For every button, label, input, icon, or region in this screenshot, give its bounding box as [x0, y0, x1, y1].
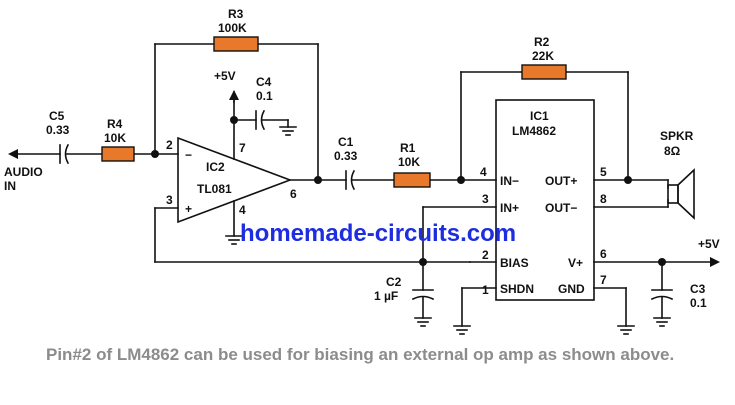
r1-name: R1 [400, 141, 416, 155]
ic2-pin4: 4 [239, 203, 246, 217]
supply-top-label: +5V [214, 69, 236, 83]
ic1-pin2: 2 [482, 248, 489, 262]
c1-value: 0.33 [334, 149, 358, 163]
ic2-plus: + [185, 202, 192, 216]
ic1-shdn: SHDN [500, 282, 534, 296]
ic1-in-plus: IN+ [500, 201, 519, 215]
c3-value: 0.1 [690, 296, 707, 310]
ic1-gnd: GND [558, 282, 585, 296]
spkr-value: 8Ω [664, 144, 681, 158]
junction-r4 [151, 150, 159, 158]
ic1-pin6: 6 [600, 247, 607, 261]
r2-resistor [521, 64, 567, 80]
audio-in-label-1: AUDIO [4, 165, 43, 179]
c2-value: 1 µF [374, 289, 398, 303]
junction-c3 [658, 258, 666, 266]
c5-value: 0.33 [46, 123, 70, 137]
r2-name: R2 [534, 35, 550, 49]
r2-value: 22K [532, 49, 554, 63]
speaker-body [667, 184, 679, 204]
r3-value: 100K [218, 21, 247, 35]
c3-name: C3 [690, 282, 706, 296]
caption: Pin#2 of LM4862 can be used for biasing … [46, 345, 675, 364]
ic1-part: LM4862 [512, 124, 556, 138]
r4-resistor [101, 146, 135, 162]
spkr-name: SPKR [660, 129, 694, 143]
ic2-pin2: 2 [166, 138, 173, 152]
ic1-in-minus: IN− [500, 174, 519, 188]
c4-value: 0.1 [256, 89, 273, 103]
ic2-pin3: 3 [166, 193, 173, 207]
c4-name: C4 [256, 75, 272, 89]
ic1-pin7: 7 [600, 273, 607, 287]
audio-in-label-2: IN [4, 179, 16, 193]
vplus-arrow [710, 257, 720, 267]
r3-name: R3 [228, 7, 244, 21]
ic1-pin5: 5 [600, 165, 607, 179]
supply-right-label: +5V [698, 237, 720, 251]
ic2-name: IC2 [206, 160, 225, 174]
r4-name: R4 [107, 117, 123, 131]
watermark: homemade-circuits.com [240, 220, 517, 247]
ic1-name: IC1 [530, 109, 549, 123]
ic2-pin6: 6 [290, 187, 297, 201]
ic2-minus: − [185, 148, 192, 162]
junction-out [624, 176, 632, 184]
c5-name: C5 [49, 109, 65, 123]
r3-resistor [213, 36, 259, 52]
r1-value: 10K [398, 155, 420, 169]
ic2-part: TL081 [197, 182, 232, 196]
speaker-cone [677, 168, 695, 220]
ic1-box [495, 99, 595, 301]
r1-resistor [393, 172, 431, 188]
ic1-pin1: 1 [482, 283, 489, 297]
r4-value: 10K [104, 131, 126, 145]
ic1-bias: BIAS [500, 256, 529, 270]
c2-name: C2 [386, 275, 402, 289]
ic1-out-plus: OUT+ [545, 174, 577, 188]
ic1-pin8: 8 [600, 192, 607, 206]
junction-c4 [230, 116, 238, 124]
ic1-out-minus: OUT− [545, 201, 577, 215]
ic2-pin7: 7 [239, 141, 246, 155]
ic1-pin4: 4 [480, 165, 487, 179]
ic1-vplus: V+ [568, 256, 583, 270]
c1-name: C1 [338, 135, 354, 149]
ic1-pin3: 3 [482, 192, 489, 206]
junction-ic1-in [457, 176, 465, 184]
supply-top-arrow [229, 90, 239, 100]
audio-in-arrow [8, 149, 18, 159]
junction-c2 [419, 258, 427, 266]
junction-ic2-out [314, 176, 322, 184]
